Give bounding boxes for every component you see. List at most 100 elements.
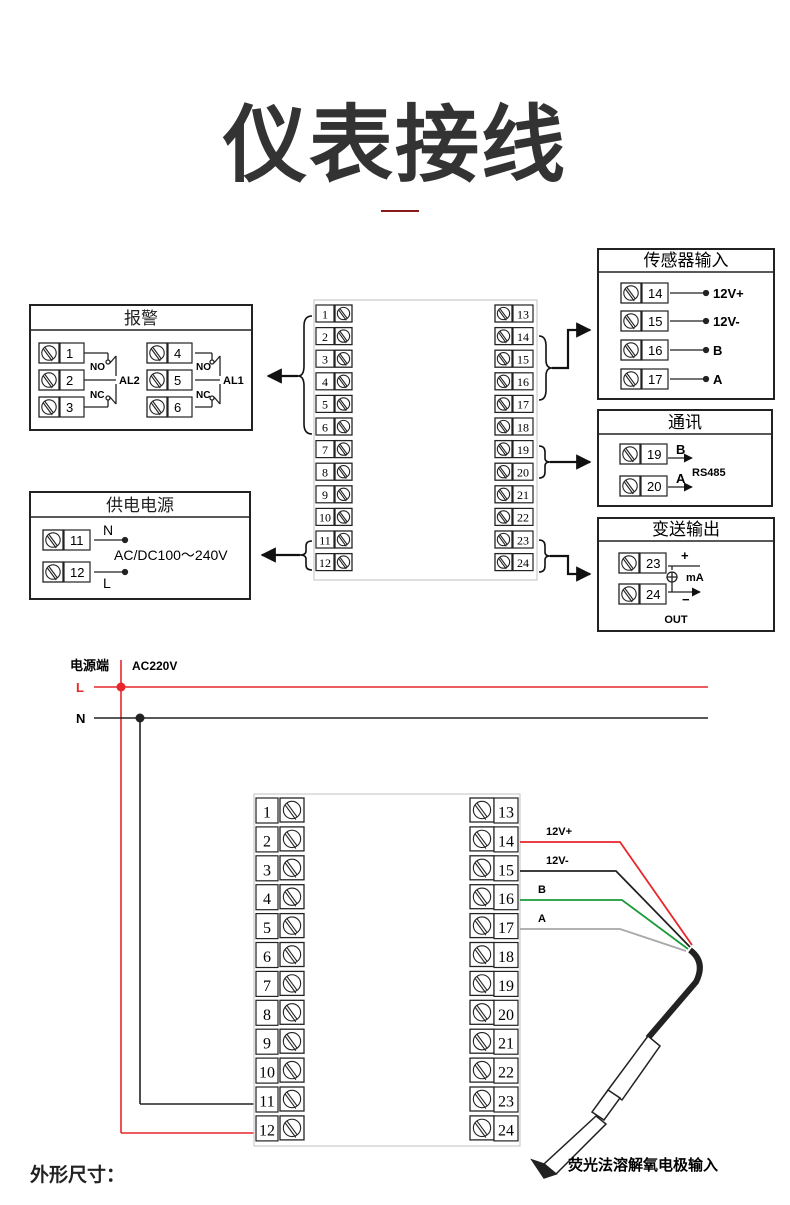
sensor-b: B <box>713 343 722 358</box>
bottom-terminal-7-label: 7 <box>263 978 271 995</box>
top-terminal-8-label: 8 <box>322 465 328 479</box>
bottom-terminal-15: 15 <box>493 855 519 882</box>
bottom-screw-15 <box>469 855 495 881</box>
power-leads <box>94 536 129 576</box>
top-terminal-10: 10 <box>315 507 335 526</box>
output-minus: − <box>682 592 690 607</box>
top-terminal-22-label: 22 <box>517 511 529 525</box>
comm-protocol: RS485 <box>692 467 726 479</box>
top-terminal-5: 5 <box>315 394 335 413</box>
sensor-terminal-15: 15 <box>641 310 669 332</box>
bottom-screw-24 <box>469 1115 495 1141</box>
sensor-terminal-17: 17 <box>641 368 669 390</box>
bottom-terminal-21-label: 21 <box>498 1036 514 1053</box>
bottom-terminal-9: 9 <box>255 1028 279 1055</box>
bottom-terminal-2: 2 <box>255 826 279 853</box>
top-screw-10 <box>334 507 353 527</box>
top-terminal-16: 16 <box>512 372 534 391</box>
bottom-terminal-15-label: 15 <box>498 862 514 879</box>
top-screw-21 <box>494 485 513 504</box>
power-box-title: 供电电源 <box>106 496 174 515</box>
bottom-terminal-3-label: 3 <box>263 862 271 879</box>
top-screw-5 <box>334 394 353 414</box>
bottom-terminal-24-label: 24 <box>498 1122 514 1139</box>
top-terminal-12-label: 12 <box>319 556 331 570</box>
comm-box-title: 通讯 <box>668 413 702 432</box>
bottom-terminal-9-label: 9 <box>263 1036 271 1053</box>
output-plus: + <box>681 548 689 563</box>
sensor-terminal-16: 16 <box>641 339 669 361</box>
sensor-box-title: 传感器输入 <box>644 251 729 270</box>
bottom-terminal-20-label: 20 <box>498 1007 514 1024</box>
alarm-no-label-1: NO <box>90 362 105 373</box>
sensor-terminal-17-label: 17 <box>648 372 662 387</box>
top-terminal-11: 11 <box>315 530 335 549</box>
top-terminal-21: 21 <box>512 485 534 504</box>
output-box: 变送输出 <box>597 517 775 632</box>
top-terminal-4-label: 4 <box>322 375 328 389</box>
top-terminal-9-label: 9 <box>322 488 328 502</box>
power-spec: AC/DC100～240V <box>114 547 228 563</box>
bottom-screw-3 <box>279 855 305 881</box>
bottom-terminal-14: 14 <box>493 826 519 853</box>
bottom-terminal-18: 18 <box>493 941 519 969</box>
sensor-a: A <box>713 372 723 387</box>
bottom-terminal-12: 12 <box>255 1115 279 1142</box>
top-screw-6 <box>334 417 353 436</box>
bottom-terminal-6: 6 <box>255 941 279 969</box>
bottom-terminal-4-label: 4 <box>263 891 271 908</box>
sensor-terminal-17-screw <box>620 368 642 390</box>
top-terminal-24: 24 <box>512 552 534 572</box>
top-screw-15 <box>494 349 513 368</box>
footer-label: 外形尺寸： <box>30 1164 126 1186</box>
bottom-terminal-10-label: 10 <box>259 1065 275 1082</box>
top-terminal-8: 8 <box>315 462 335 481</box>
bottom-screw-9 <box>279 1028 305 1054</box>
cable-label-12v-plus: 12V+ <box>546 826 572 838</box>
bottom-screw-6 <box>279 941 305 968</box>
bottom-screw-7 <box>279 970 305 997</box>
alarm-terminal-4: 4 <box>167 342 193 364</box>
bottom-screw-18 <box>469 941 495 968</box>
output-box-title: 变送输出 <box>652 520 720 539</box>
top-terminal-6: 6 <box>315 417 335 436</box>
alarm-contacts <box>84 352 221 408</box>
alarm-terminal-5: 5 <box>167 369 193 391</box>
line-n-label: N <box>76 711 85 726</box>
alarm-terminal-1: 1 <box>59 342 85 364</box>
bottom-terminal-5-label: 5 <box>263 920 271 937</box>
probe-icon <box>530 1034 662 1179</box>
top-screw-9 <box>334 485 353 504</box>
bottom-screw-19 <box>469 970 495 997</box>
alarm-terminal-4-screw <box>146 342 168 364</box>
top-terminal-20-label: 20 <box>517 465 529 479</box>
sensor-terminal-14-screw <box>620 282 642 304</box>
cable-label-12v-minus: 12V- <box>546 855 569 867</box>
cable-label-a: A <box>538 913 546 925</box>
output-terminal-24-screw <box>618 583 640 605</box>
comm-terminal-20-screw <box>619 475 641 497</box>
top-screw-16 <box>494 372 513 391</box>
top-terminal-7: 7 <box>315 440 335 459</box>
sensor-cable <box>520 841 703 1040</box>
cable-label-b: B <box>538 884 546 896</box>
bottom-terminal-5: 5 <box>255 912 279 940</box>
bottom-screw-14 <box>469 826 495 852</box>
output-leads <box>666 565 701 597</box>
alarm-terminal-6-label: 6 <box>174 400 181 415</box>
bottom-terminal-11-label: 11 <box>259 1094 274 1111</box>
top-screw-1 <box>334 304 353 323</box>
top-screw-7 <box>334 439 353 459</box>
top-terminal-22: 22 <box>512 507 534 526</box>
bottom-terminal-18-label: 18 <box>498 949 514 966</box>
top-connectors <box>260 315 592 582</box>
bottom-terminal-17: 17 <box>493 912 519 940</box>
comm-terminal-20: 20 <box>640 475 668 497</box>
top-terminal-2: 2 <box>315 327 335 346</box>
sensor-12v-minus: 12V- <box>713 314 740 329</box>
bottom-terminal-23: 23 <box>493 1086 519 1113</box>
bottom-screw-21 <box>469 1028 495 1054</box>
bottom-terminal-22: 22 <box>493 1057 519 1084</box>
bottom-terminal-19-label: 19 <box>498 978 514 995</box>
